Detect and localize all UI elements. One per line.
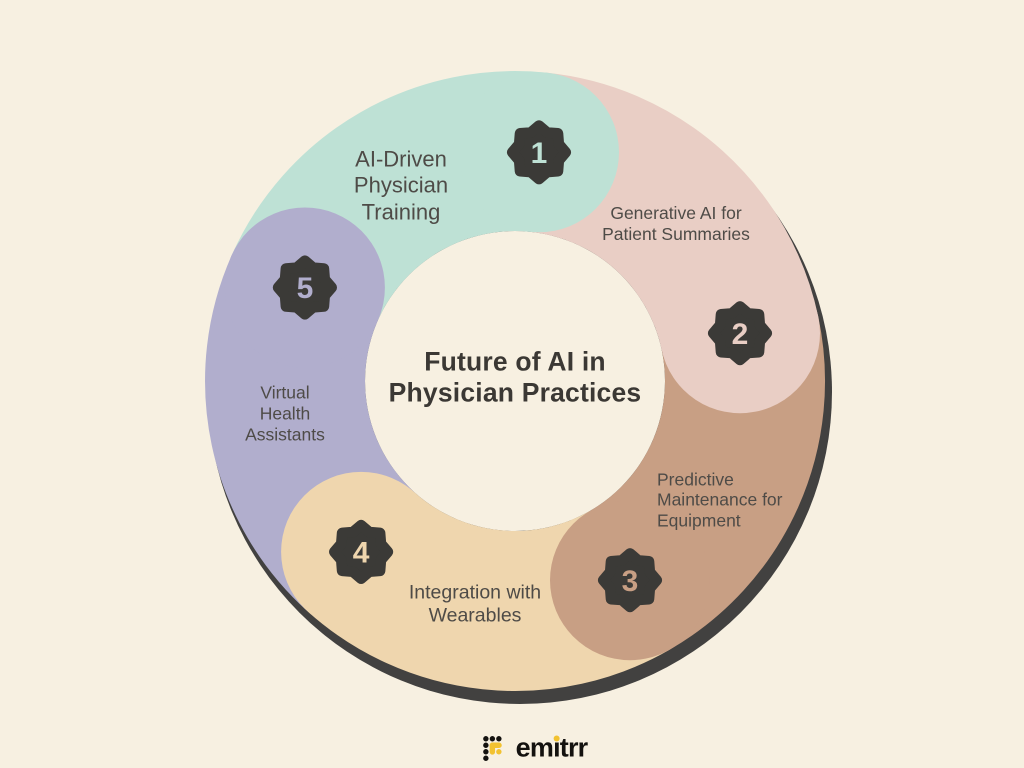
badge-number: 3 [622, 565, 639, 598]
badge-3: 3 [597, 548, 663, 613]
label-line: AI-Driven [355, 146, 447, 172]
label-line: Health [259, 403, 311, 424]
label-line: Virtual [260, 382, 310, 403]
logo-black-dots [483, 735, 502, 761]
segment-label-virtual-health-assistants: Virtual Health Assistants [245, 383, 325, 446]
emitrr-logo-icon [483, 735, 502, 761]
badge-4: 4 [329, 519, 394, 585]
label-line: Patient Summaries [602, 224, 750, 244]
badge-number: 1 [531, 137, 548, 170]
badge-seal-icon [707, 301, 773, 366]
label-line: Physician [353, 172, 449, 198]
badge-seal-icon [272, 255, 337, 320]
label-line: Wearables [428, 605, 522, 627]
wordmark-part: trr [559, 732, 588, 763]
label-line: Predictive [657, 469, 734, 490]
label-line: Training [361, 199, 441, 225]
badge-seal-icon [506, 120, 572, 185]
title-line: Future of AI in [424, 346, 606, 377]
badge-1: 1 [506, 120, 572, 185]
label-line: Generative AI for [610, 203, 742, 223]
wordmark-part: em [515, 732, 554, 763]
badge-number: 4 [353, 536, 370, 569]
segment-label-predictive-maintenance: Predictive Maintenance for Equipment [657, 470, 783, 531]
wordmark-i-yellow-dot: i [553, 732, 560, 763]
segment-label-integration-wearables: Integration with Wearables [409, 582, 541, 629]
badge-2: 2 [707, 301, 773, 366]
badge-seal-icon [597, 548, 663, 613]
badge-number: 5 [297, 272, 314, 305]
badge-seal-icon [329, 519, 394, 585]
title-line: Physician Practices [388, 377, 642, 407]
badge-number: 2 [732, 318, 749, 351]
donut-hole [365, 231, 665, 531]
brand-wordmark: emitrr [515, 732, 589, 763]
label-line: Maintenance for [657, 489, 783, 510]
badge-5: 5 [272, 255, 337, 320]
diagram-title: Future of AI in Physician Practices [389, 346, 642, 407]
label-line: Integration with [408, 581, 542, 604]
label-line: Equipment [657, 510, 741, 531]
logo-yellow-mark [489, 742, 502, 755]
segment-label-generative-ai: Generative AI for Patient Summaries [602, 203, 750, 245]
label-line: Assistants [245, 424, 325, 445]
segment-label-ai-driven-training: AI-Driven Physician Training [354, 146, 448, 225]
brand-logo: emitrr [483, 732, 589, 763]
